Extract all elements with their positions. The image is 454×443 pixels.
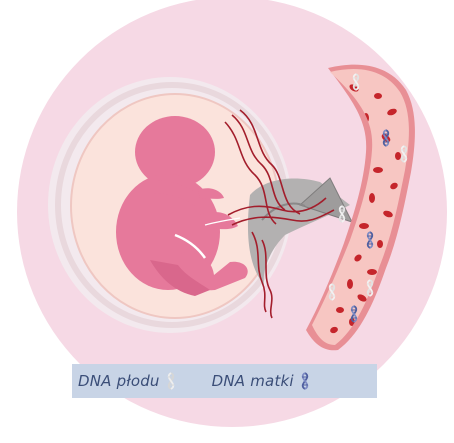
legend: DNA płodu DNA matki <box>72 364 377 398</box>
fetal-dna-label: DNA płodu <box>78 372 160 390</box>
dna-helix-blue-icon <box>298 371 312 391</box>
legend-item-maternal-dna: DNA matki <box>212 371 312 391</box>
legend-item-fetal-dna: DNA płodu <box>78 371 178 391</box>
maternal-dna-label: DNA matki <box>212 372 294 390</box>
dna-helix-pale-icon <box>164 371 178 391</box>
